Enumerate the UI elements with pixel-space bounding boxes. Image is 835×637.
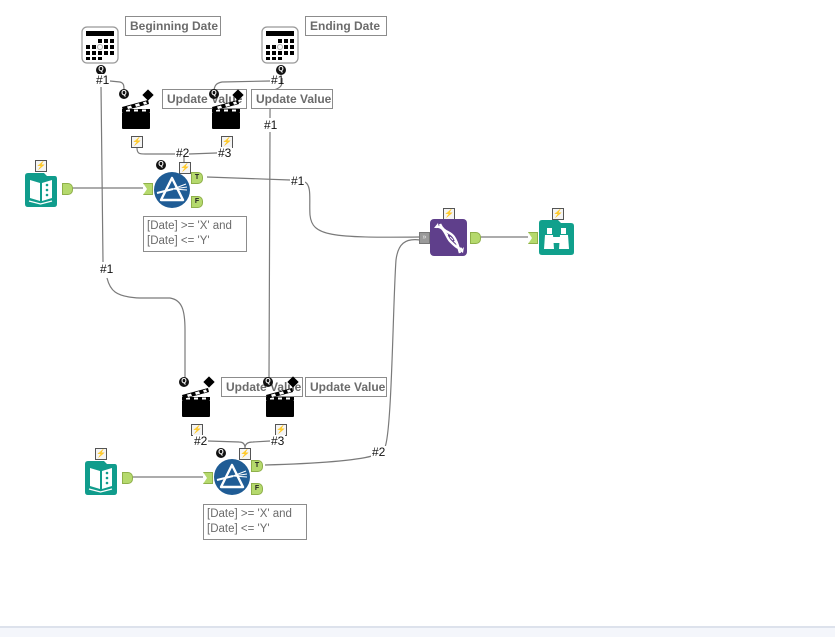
question-anchor-icon[interactable]: Q [156, 160, 166, 170]
tool-label-ending-date: Ending Date [305, 16, 387, 36]
browse-tool[interactable] [538, 219, 575, 256]
question-anchor-icon[interactable]: Q [119, 89, 129, 99]
multi-input-anchor[interactable]: » [419, 232, 430, 244]
action-tool-top-2[interactable] [210, 98, 242, 130]
bolt-icon: ⚡ [131, 136, 143, 148]
bolt-icon: ⚡ [221, 136, 233, 148]
input-anchor[interactable] [203, 472, 213, 484]
union-tool[interactable] [430, 219, 467, 256]
date-tool-ending[interactable] [261, 26, 299, 64]
date-tool-beginning[interactable] [81, 26, 119, 64]
input-data-tool-top[interactable] [22, 171, 59, 208]
true-anchor[interactable]: T [251, 460, 263, 472]
clapperboard-icon [212, 100, 240, 129]
question-anchor-icon[interactable]: Q [209, 89, 219, 99]
bolt-icon: ⚡ [95, 448, 107, 460]
tool-label-update-value-bottom-2: Update Value [305, 377, 387, 397]
book-icon [25, 173, 57, 207]
output-anchor[interactable] [122, 472, 133, 484]
bolt-icon: ⚡ [179, 162, 191, 174]
question-anchor-icon[interactable]: Q [96, 65, 106, 75]
filter-annotation-bottom: [Date] >= 'X' and [Date] <= 'Y' [203, 504, 307, 540]
bolt-icon: ⚡ [35, 160, 47, 172]
true-anchor[interactable]: T [191, 172, 203, 184]
bolt-icon: ⚡ [552, 208, 564, 220]
output-anchor[interactable] [470, 232, 481, 244]
book-icon [85, 461, 117, 495]
connection-label: #1 [95, 73, 111, 87]
input-anchor[interactable] [528, 232, 538, 244]
input-data-tool-bottom[interactable] [82, 459, 119, 496]
tool-label-update-value-top-2: Update Value [251, 89, 333, 109]
question-anchor-icon[interactable]: Q [179, 377, 189, 387]
clapperboard-icon [266, 388, 294, 417]
filter-tool-bottom[interactable] [213, 458, 251, 496]
tool-label-update-value-top-1: Update Value [162, 89, 247, 109]
connection-label: #2 [176, 146, 190, 160]
false-anchor[interactable]: F [191, 196, 203, 208]
status-bar [0, 626, 835, 637]
question-anchor-icon[interactable]: Q [216, 448, 226, 458]
connection-label: #1 [99, 262, 115, 276]
binoculars-icon [539, 220, 574, 255]
bolt-icon: ⚡ [275, 424, 287, 436]
connection-label: #3 [270, 434, 286, 448]
false-anchor[interactable]: F [251, 483, 263, 495]
action-tool-bottom-1[interactable] [180, 386, 212, 418]
connection-label: #2 [371, 445, 387, 459]
bolt-icon: ⚡ [239, 448, 251, 460]
question-anchor-icon[interactable]: Q [263, 377, 273, 387]
filter-tool-top[interactable] [153, 171, 191, 209]
connection-label: #1 [271, 73, 285, 87]
connection-label: #1 [290, 174, 306, 188]
dna-icon [430, 219, 467, 256]
filter-prism-icon [214, 459, 250, 495]
calendar-icon [261, 26, 299, 64]
filter-annotation-top: [Date] >= 'X' and [Date] <= 'Y' [143, 216, 247, 252]
action-tool-bottom-2[interactable] [264, 386, 296, 418]
clapperboard-icon [182, 388, 210, 417]
connection-label: #2 [193, 434, 209, 448]
question-anchor-icon[interactable]: Q [276, 65, 286, 75]
filter-prism-icon [154, 172, 190, 208]
connection-label: #1 [263, 118, 279, 132]
tool-label-beginning-date: Beginning Date [125, 16, 221, 36]
input-anchor[interactable] [143, 183, 153, 195]
clapperboard-icon [122, 100, 150, 129]
action-tool-top-1[interactable] [120, 98, 152, 130]
wire-actions-bot-to-filter [207, 440, 271, 449]
wire-filter-bot-true-to-union [264, 239, 421, 466]
connection-label: #3 [217, 146, 233, 160]
calendar-icon [81, 26, 119, 64]
output-anchor[interactable] [62, 183, 73, 195]
